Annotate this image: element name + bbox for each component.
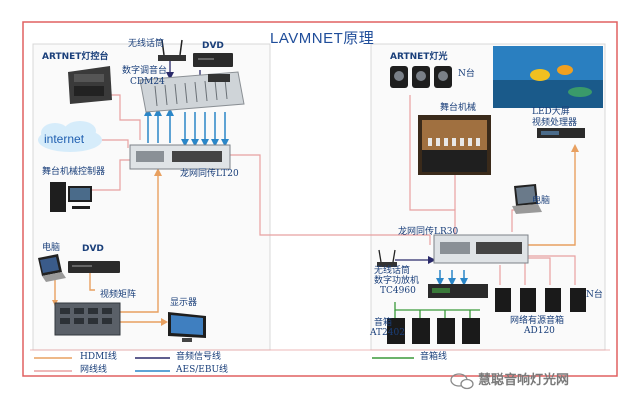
video-matrix-icon (54, 302, 121, 336)
video-matrix-label: 视频矩阵 (100, 290, 137, 300)
computer-left-label: 电脑 (42, 243, 61, 253)
audio-arrow-lr30 (428, 256, 436, 264)
mixer-model-label: CDM24 (130, 77, 165, 87)
network-speaker-label: 网络有源音箱 (510, 316, 565, 326)
legend-network-label: 网线线 (80, 365, 108, 375)
lt20-rack-icon (129, 144, 231, 170)
speaker-lines (394, 302, 480, 318)
network-speakers-icon (495, 288, 586, 312)
diagram-title: LAVMNET原理 (270, 30, 375, 47)
digital-amp-label: 数字功放机 (374, 276, 420, 286)
monitor-label: 显示器 (170, 298, 198, 308)
speaker-model-label: AT2402 (370, 328, 405, 338)
lr30-rack-icon (433, 234, 529, 264)
digital-amp-icon (428, 284, 488, 298)
stage-machinery-icon (418, 115, 491, 175)
hdmi-arrow-up-processor (571, 144, 579, 152)
stage-machinery-label: 舞台机械 (440, 103, 477, 113)
legend-aes-label: AES/EBU线 (176, 365, 229, 375)
artnet-console-label: ARTNET灯控台 (42, 52, 109, 62)
wireless-mic-right-label: 无线话筒 (374, 266, 411, 276)
hdmi-arrow-up-lt20 (154, 168, 162, 176)
outer-border (22, 21, 618, 377)
hdmi-dvd-matrix (89, 272, 95, 291)
digital-mixer-icon (139, 71, 245, 113)
stage-controller-icon (50, 182, 92, 212)
net-lr30-spk4 (520, 255, 576, 285)
watermark: 慧聪音响灯光网 (478, 373, 570, 388)
laptop-left-icon (38, 254, 66, 282)
internet-label: internet (44, 132, 85, 146)
aes-arrows (144, 108, 468, 286)
passive-speakers-icon (387, 318, 480, 344)
monitor-icon (168, 312, 206, 342)
stage-controller-label: 舞台机械控制器 (42, 167, 106, 177)
speaker-box-label: 音箱 (374, 318, 393, 328)
net-console-lt20 (103, 94, 141, 140)
video-processor-label: 视频处理器 (532, 118, 578, 128)
network-speaker-model-label: AD120 (524, 326, 555, 336)
audio-arrow-mixer (166, 72, 174, 80)
lr30-label: 龙网同传LR30 (398, 227, 459, 237)
video-processor-icon (537, 128, 585, 138)
hdmi-matrix-lt20 (118, 172, 159, 313)
artnet-console-icon (68, 66, 112, 104)
dvd-top-icon (193, 53, 233, 67)
legend-swatches (34, 357, 414, 372)
dvd-left-label: DVD (82, 244, 104, 254)
net-internet-lt20 (100, 139, 129, 148)
n-units-speakers-label: N台 (586, 290, 603, 300)
amp-model-label: TC4960 (380, 286, 416, 296)
legend-hdmi-label: HDMI线 (80, 352, 117, 362)
hdmi-arrow-right-monitor (161, 318, 168, 326)
net-lt20-lr30 (228, 154, 431, 245)
artnet-lights-label: ARTNET灯光 (390, 52, 448, 62)
hdmi-lr30-processor (528, 148, 576, 246)
led-screen-icon (493, 46, 603, 108)
wireless-mic-left-icon (158, 39, 186, 61)
wechat-icon (450, 373, 474, 390)
dvd-top-label: DVD (202, 41, 224, 51)
computer-right-label: 电脑 (532, 196, 551, 206)
led-screen-label: LED大屏 (532, 107, 570, 117)
net-controller-lt20 (92, 159, 130, 191)
digital-mixer-label: 数字调音台 (122, 66, 168, 76)
artnet-lights-icon (390, 66, 452, 88)
laptop-right-icon (512, 184, 542, 214)
lt20-label: 龙网同传LT20 (180, 169, 239, 179)
n-units-lights-label: N台 (458, 69, 475, 79)
wireless-mic-left-label: 无线话筒 (128, 39, 165, 49)
internet-cloud-icon (38, 121, 102, 152)
net-lights-lr30 (409, 95, 456, 235)
legend-audio-label: 音频信号线 (176, 352, 222, 362)
dvd-left-icon (68, 261, 120, 273)
wireless-mic-right-icon (377, 249, 397, 267)
legend-speaker-label: 音箱线 (420, 352, 448, 362)
